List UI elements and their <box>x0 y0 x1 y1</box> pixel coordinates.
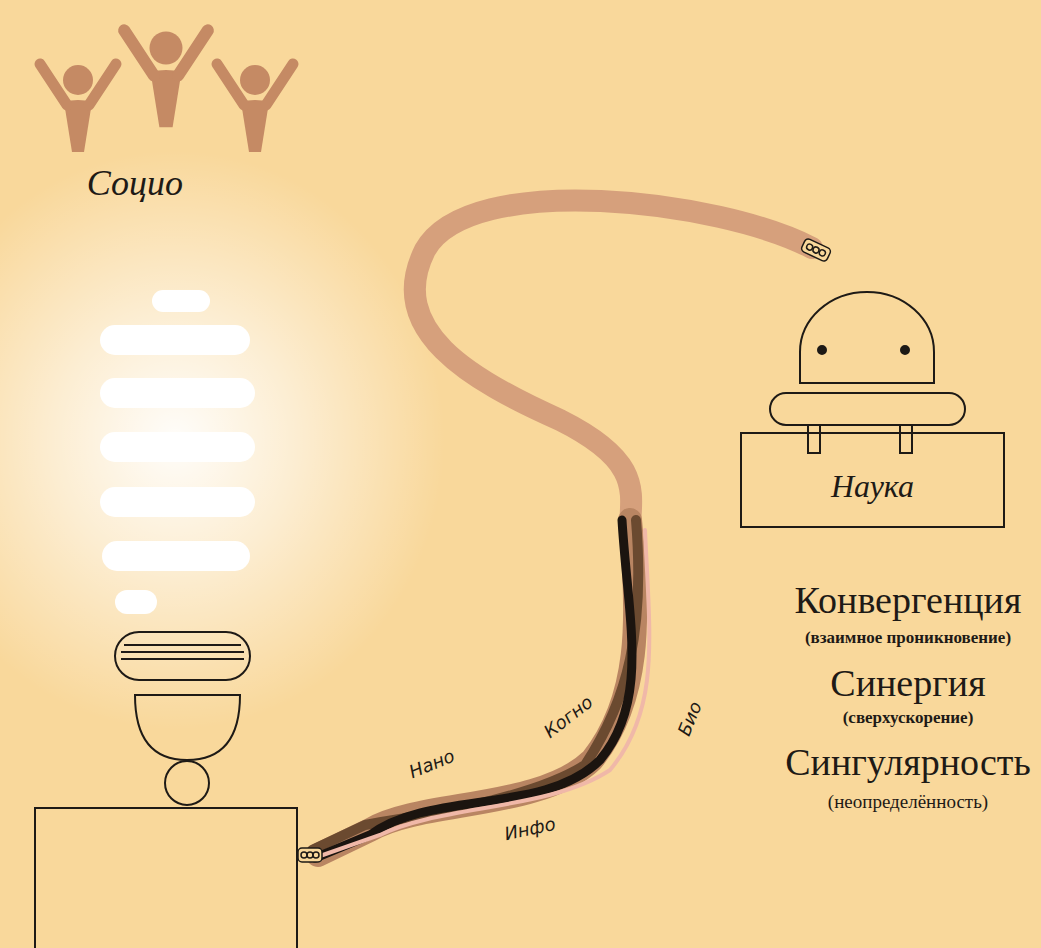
cord-connector <box>298 848 322 862</box>
concept-term: Конвергенция <box>795 578 1022 622</box>
cord-connector <box>800 238 831 263</box>
group-label: Социо <box>87 162 183 204</box>
people-icon <box>40 30 293 152</box>
concept-note: (неопределённость) <box>828 791 988 813</box>
labeled-box: Наука <box>740 432 1005 528</box>
cord <box>312 200 812 858</box>
bulb-spiral <box>100 290 255 614</box>
concept-note: (взаимное проникновение) <box>805 628 1011 648</box>
bulb-base <box>35 632 297 948</box>
box-label: Наука <box>742 468 1003 505</box>
concept-term: Сингулярность <box>785 740 1030 784</box>
concept-note: (сверхускорение) <box>843 708 974 728</box>
concept-term: Синергия <box>830 661 985 705</box>
plug <box>770 292 965 453</box>
bulb-glow <box>0 150 445 730</box>
